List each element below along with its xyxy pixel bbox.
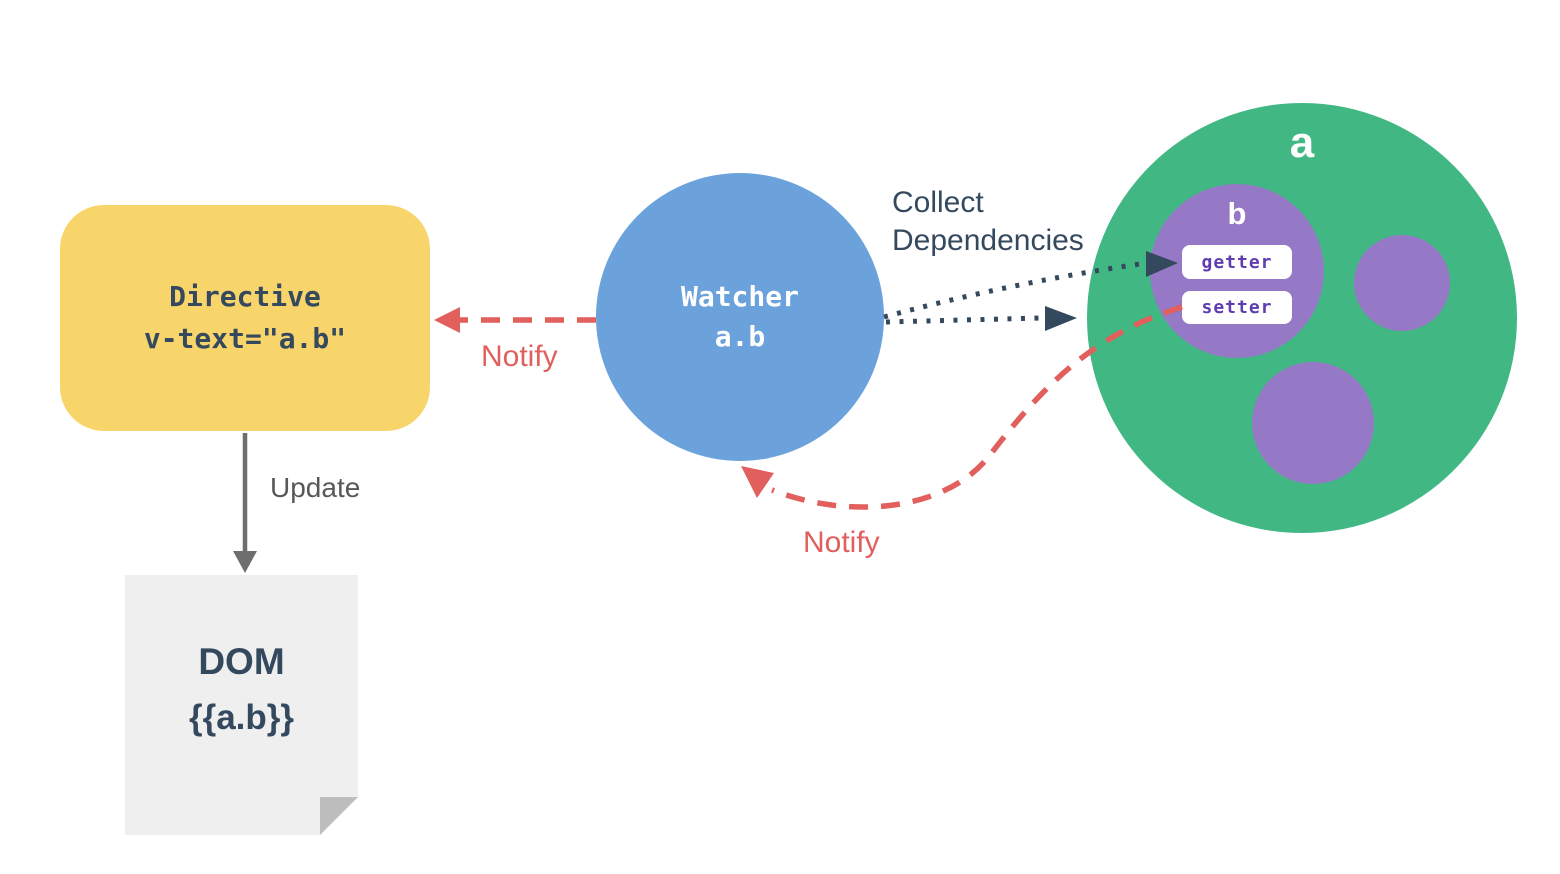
dom-binding-text: {{a.b}} <box>188 698 295 738</box>
collect-arrow-to-object <box>885 306 1077 331</box>
getter-label: getter <box>1201 251 1273 273</box>
collect-label-line1: Collect <box>892 186 984 219</box>
arrowhead-upleft-icon <box>741 466 774 498</box>
directive-expression: v-text="a.b" <box>143 322 347 355</box>
directive-title: Directive <box>169 280 321 313</box>
notify-label-left: Notify <box>481 340 558 373</box>
arrowhead-left-icon <box>434 307 460 333</box>
setter-label: setter <box>1201 297 1273 318</box>
data-object-label: a <box>1289 118 1315 167</box>
dom-title: DOM <box>198 641 285 683</box>
anonymous-property-circle <box>1252 362 1374 484</box>
directive-node: Directive v-text="a.b" <box>60 205 430 431</box>
setter-box: setter <box>1182 291 1292 324</box>
anonymous-property-circle <box>1354 235 1450 331</box>
watcher-title: Watcher <box>680 280 799 313</box>
arrowhead-down-icon <box>233 551 257 573</box>
collect-dependencies-label: Collect Dependencies <box>892 184 1084 260</box>
notify-label-bottom: Notify <box>803 526 880 559</box>
data-property-label: b <box>1227 196 1247 231</box>
getter-box: getter <box>1182 245 1292 279</box>
notify-arrow-to-directive <box>434 307 596 333</box>
page-fold-corner <box>320 797 358 835</box>
watcher-node: Watcher a.b <box>596 173 884 461</box>
update-label: Update <box>270 472 361 503</box>
dom-document: DOM {{a.b}} <box>125 575 358 835</box>
collect-label-line2: Dependencies <box>892 224 1084 257</box>
watcher-expression: a.b <box>714 320 766 353</box>
update-arrow <box>233 433 257 573</box>
data-object-circle: a b getter setter <box>1087 103 1517 533</box>
arrowhead-right-icon <box>1045 306 1077 331</box>
